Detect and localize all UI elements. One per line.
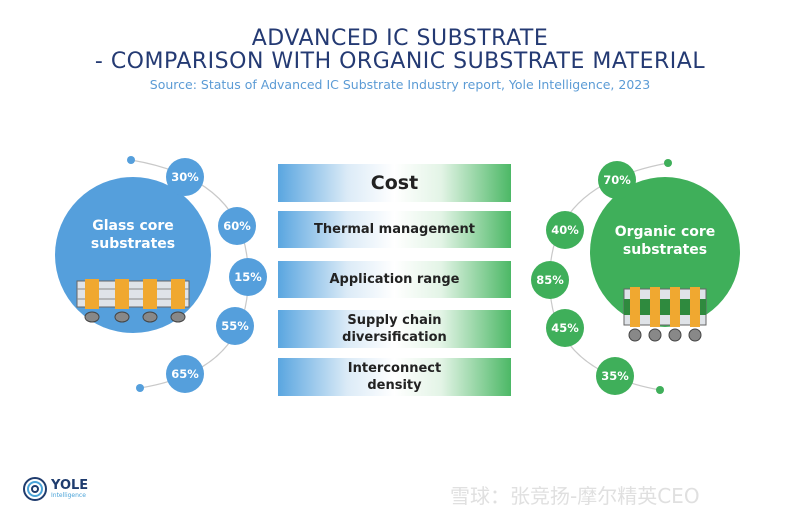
criterion-interconnect: Interconnect density — [278, 358, 511, 396]
criterion-application: Application range — [278, 261, 511, 298]
source-note: Source: Status of Advanced IC Substrate … — [149, 77, 651, 92]
organic-core-label: Organic core substrates — [614, 224, 716, 258]
organic-value-cost: 70% — [598, 161, 636, 199]
yole-logo-icon — [23, 477, 47, 501]
organic-value-interconnect: 35% — [596, 357, 634, 395]
yole-logo-name: YOLE — [51, 478, 89, 493]
glass-core-circle: Glass core substrates — [55, 177, 211, 333]
criterion-cost: Cost — [278, 164, 511, 202]
glass-substrate-icon — [76, 279, 190, 323]
watermark: 雪球：张竞扬-摩尔精英CEO — [450, 484, 700, 508]
organic-substrate-icon — [623, 287, 707, 342]
yole-logo: YOLE Intelligence — [22, 476, 88, 502]
glass-value-thermal: 60% — [218, 207, 256, 245]
organic-value-supply: 45% — [546, 309, 584, 347]
criterion-supply: Supply chain diversification — [278, 310, 511, 348]
organic-core-circle: Organic core substrates — [590, 177, 740, 342]
organic-value-application: 85% — [531, 261, 569, 299]
glass-value-cost: 30% — [166, 158, 204, 196]
title-line2: - COMPARISON WITH ORGANIC SUBSTRATE MATE… — [94, 49, 706, 74]
glass-value-interconnect: 65% — [166, 355, 204, 393]
glass-core-label: Glass core substrates — [90, 218, 176, 252]
title-line1: ADVANCED IC SUBSTRATE — [251, 26, 549, 51]
criterion-thermal: Thermal management — [278, 211, 511, 248]
yole-logo-sub: Intelligence — [51, 492, 86, 499]
organic-value-thermal: 40% — [546, 211, 584, 249]
glass-value-supply: 55% — [216, 307, 254, 345]
glass-value-application: 15% — [229, 258, 267, 296]
